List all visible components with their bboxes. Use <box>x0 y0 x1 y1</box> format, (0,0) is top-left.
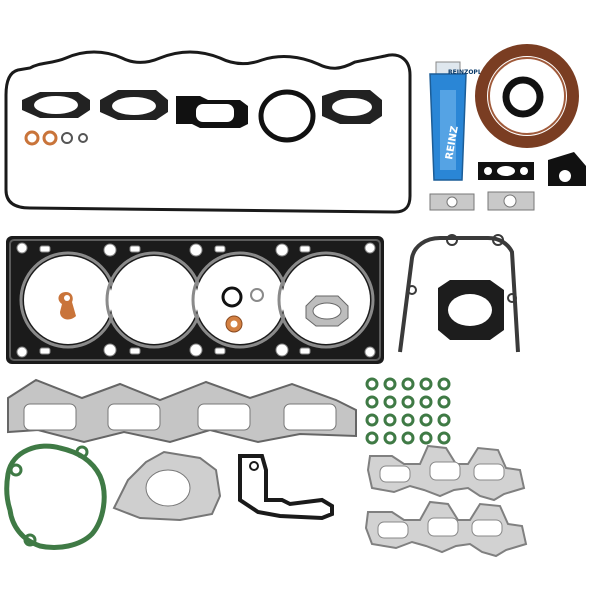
valve-stem-seal <box>419 395 433 409</box>
front-oil-seal <box>502 76 544 118</box>
port-gasket-1 <box>22 92 90 118</box>
oil-pump-gasket <box>438 280 504 340</box>
exhaust-manifold-gasket <box>7 378 357 444</box>
copper-banjo-washer <box>58 292 76 320</box>
port-gasket-3 <box>176 96 248 128</box>
port-gasket-4 <box>322 90 382 124</box>
thermostat-housing-gasket <box>238 454 334 521</box>
valve-stem-seal <box>383 413 397 427</box>
thermostat-gasket <box>305 295 349 327</box>
valve-stem-seal <box>419 413 433 427</box>
valve-stem-seal <box>365 431 379 445</box>
copper-washers-top <box>24 130 88 146</box>
valve-stem-seal <box>437 413 451 427</box>
sealant-tube: REINZ REINZOPLAST <box>429 61 496 181</box>
valve-cover-gasket <box>4 50 412 214</box>
steel-gasket-small-1 <box>429 193 475 211</box>
valve-stem-seal <box>419 377 433 391</box>
steel-gasket-small-2 <box>487 191 535 211</box>
valve-stem-seal <box>401 431 415 445</box>
timing-cover-gasket <box>398 234 520 353</box>
oring-gray <box>250 288 264 302</box>
valve-stem-seal <box>401 413 415 427</box>
valve-stem-seal <box>437 431 451 445</box>
valve-stem-seal <box>437 377 451 391</box>
valve-stem-seals <box>365 377 451 445</box>
round-gasket <box>258 89 316 143</box>
rear-main-seal <box>475 44 579 148</box>
intake-manifold-gasket-2 <box>364 500 528 558</box>
valve-stem-seal <box>365 395 379 409</box>
valve-stem-seal <box>383 431 397 445</box>
valve-stem-seal <box>437 395 451 409</box>
egr-gasket-1 <box>478 162 534 180</box>
valve-stem-seal <box>401 395 415 409</box>
egr-gasket-2 <box>548 152 586 186</box>
water-pump-gasket <box>4 443 107 550</box>
copper-crush-washer <box>225 315 243 333</box>
port-gasket-2 <box>100 90 168 120</box>
valve-stem-seal <box>365 377 379 391</box>
oring-black <box>221 286 243 308</box>
valve-stem-seal <box>365 413 379 427</box>
valve-stem-seal <box>383 377 397 391</box>
valve-stem-seal <box>419 431 433 445</box>
intake-manifold-gasket-1 <box>366 444 526 502</box>
sealant-cap-label: REINZOPLAST <box>448 69 496 76</box>
throttle-body-gasket <box>112 450 222 522</box>
valve-stem-seal <box>383 395 397 409</box>
valve-stem-seal <box>401 377 415 391</box>
